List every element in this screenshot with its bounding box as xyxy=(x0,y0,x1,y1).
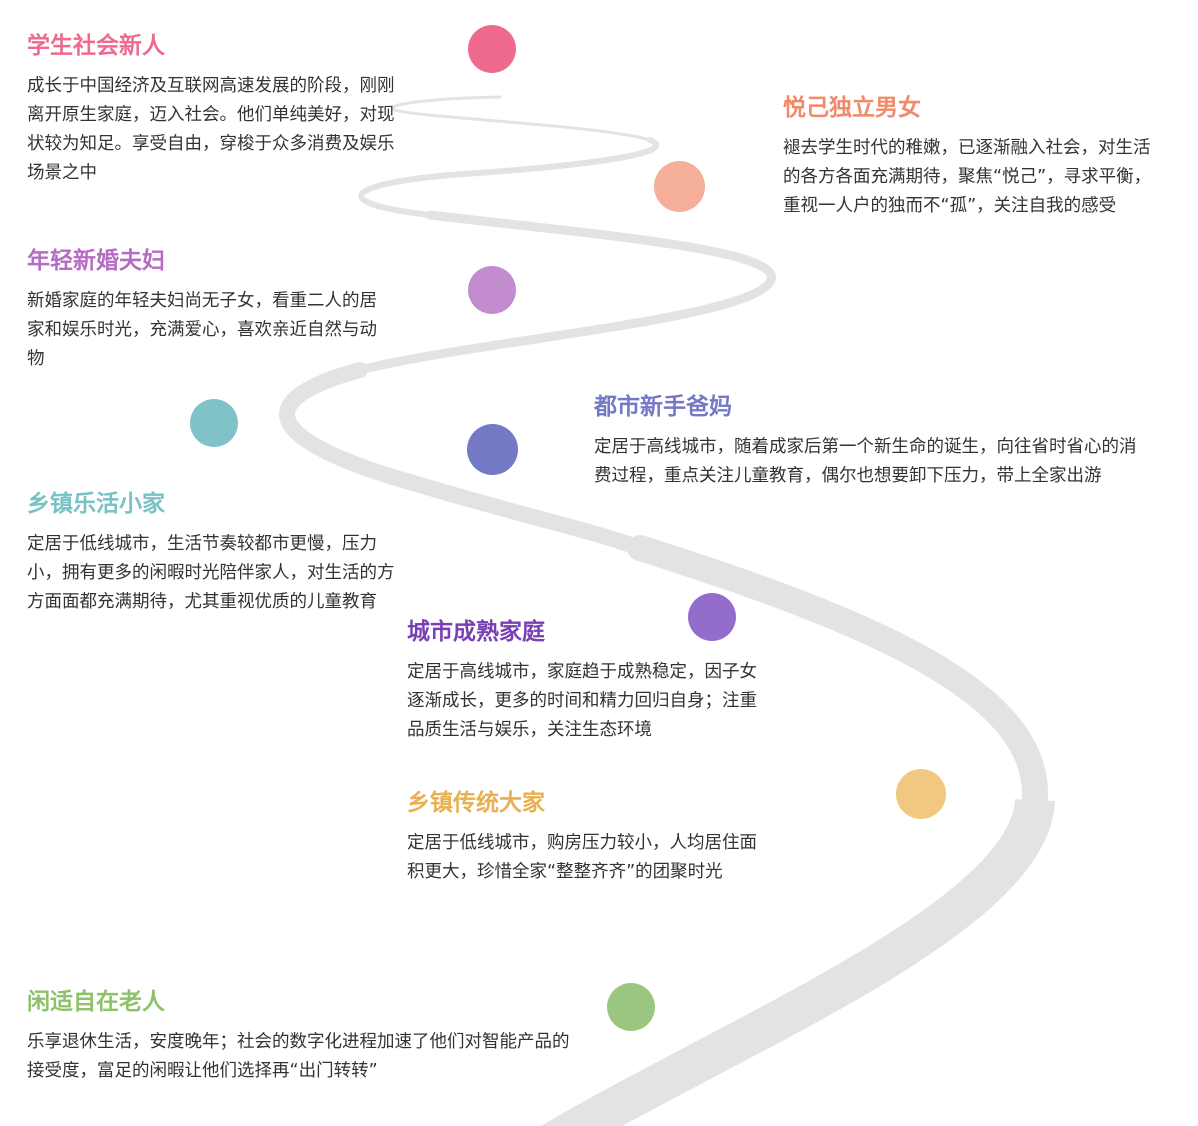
segment-title: 城市成熟家庭 xyxy=(407,619,545,645)
segment-title: 悦己独立男女 xyxy=(783,95,921,121)
marker-dot-6 xyxy=(688,593,736,641)
segment-traditional-town-family: 乡镇传统大家 定居于低线城市，购房压力较小，人均居住面积更大，珍惜全家“整整齐齐… xyxy=(407,783,767,887)
segment-title: 闲适自在老人 xyxy=(27,989,165,1015)
segment-title: 乡镇传统大家 xyxy=(407,790,545,816)
road-segment xyxy=(279,362,648,556)
segment-description: 定居于低线城市，生活节奏较都市更慢，压力小，拥有更多的闲暇时光陪伴家人，对生活的… xyxy=(27,534,395,612)
marker-dot-8 xyxy=(607,983,655,1031)
road-segment xyxy=(355,210,776,375)
segment-description: 定居于高线城市，家庭趋于成熟稳定，因子女逐渐成长，更多的时间和精力回归自身；注重… xyxy=(407,662,757,740)
segment-young-newlyweds: 年轻新婚夫妇 新婚家庭的年轻夫妇尚无子女，看重二人的居家和娱乐时光，充满爱心，喜… xyxy=(27,241,387,374)
segment-title: 学生社会新人 xyxy=(27,33,165,59)
marker-dot-4 xyxy=(467,424,518,475)
road-segment xyxy=(541,797,1055,1126)
road-segment xyxy=(627,535,1049,813)
marker-dot-1 xyxy=(468,25,516,73)
segment-town-family: 乡镇乐活小家 定居于低线城市，生活节奏较都市更慢，压力小，拥有更多的闲暇时光陪伴… xyxy=(27,484,397,617)
segment-description: 成长于中国经济及互联网高速发展的阶段，刚刚离开原生家庭，迈入社会。他们单纯美好，… xyxy=(27,76,395,183)
road-segment xyxy=(358,137,660,218)
segment-description: 乐享退休生活，安度晚年；社会的数字化进程加速了他们对智能产品的接受度，富足的闲暇… xyxy=(27,1032,570,1081)
marker-dot-3 xyxy=(468,266,516,314)
segment-urban-new-parents: 都市新手爸妈 定居于高线城市，随着成家后第一个新生命的诞生，向往省时省心的消费过… xyxy=(594,387,1144,491)
segment-title: 乡镇乐活小家 xyxy=(27,491,165,517)
road-segment xyxy=(391,95,652,142)
segment-title: 都市新手爸妈 xyxy=(594,394,732,420)
segment-description: 新婚家庭的年轻夫妇尚无子女，看重二人的居家和娱乐时光，充满爱心，喜欢亲近自然与动… xyxy=(27,291,377,369)
marker-dot-2 xyxy=(654,161,705,212)
marker-dot-7 xyxy=(896,769,946,819)
segment-description: 褪去学生时代的稚嫩，已逐渐融入社会，对生活的各方各面充满期待，聚焦“悦己”，寻求… xyxy=(783,138,1152,216)
segment-description: 定居于高线城市，随着成家后第一个新生命的诞生，向往省时省心的消费过程，重点关注儿… xyxy=(594,437,1137,486)
segment-title: 年轻新婚夫妇 xyxy=(27,248,165,274)
marker-dot-5 xyxy=(190,399,238,447)
segment-student-newcomer: 学生社会新人 成长于中国经济及互联网高速发展的阶段，刚刚离开原生家庭，迈入社会。… xyxy=(27,26,397,188)
segment-mature-urban-family: 城市成熟家庭 定居于高线城市，家庭趋于成熟稳定，因子女逐渐成长，更多的时间和精力… xyxy=(407,612,767,745)
segment-description: 定居于低线城市，购房压力较小，人均居住面积更大，珍惜全家“整整齐齐”的团聚时光 xyxy=(407,833,757,882)
segment-leisure-seniors: 闲适自在老人 乐享退休生活，安度晚年；社会的数字化进程加速了他们对智能产品的接受… xyxy=(27,982,577,1086)
segment-independent-singles: 悦己独立男女 褪去学生时代的稚嫩，已逐渐融入社会，对生活的各方各面充满期待，聚焦… xyxy=(783,88,1153,221)
